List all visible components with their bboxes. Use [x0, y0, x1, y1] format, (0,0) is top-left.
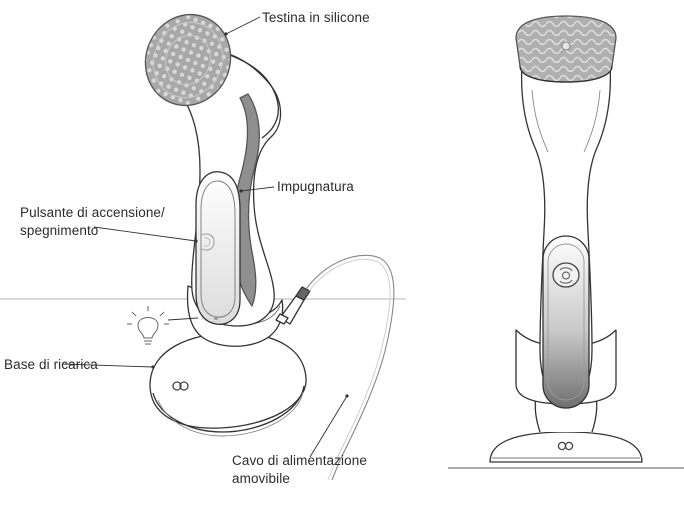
- label-charging-base: Base di ricarica: [4, 356, 98, 373]
- left-device: [132, 2, 394, 480]
- right-device: [490, 16, 642, 462]
- label-power-button-line2: spegnimento: [20, 222, 98, 239]
- led-dot: [214, 316, 218, 320]
- label-power-button-line1: Pulsante di accensione/: [20, 204, 165, 221]
- lightbulb-icon: [127, 306, 169, 344]
- right-power-button-icon: [553, 263, 579, 287]
- charging-base: [150, 333, 306, 428]
- cable: [306, 255, 394, 480]
- label-silicone-head: Testina in silicone: [262, 9, 370, 26]
- label-grip: Impugnatura: [277, 178, 354, 195]
- label-cable-line2: amovibile: [232, 470, 290, 487]
- right-front-panel: [543, 236, 589, 408]
- label-cable-line1: Cavo di alimentazione: [232, 452, 367, 469]
